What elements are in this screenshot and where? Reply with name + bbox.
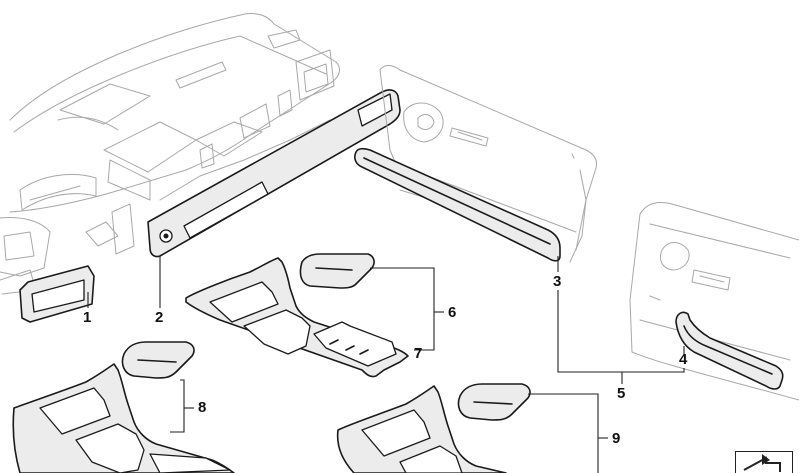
callout-9: 9 xyxy=(612,430,621,447)
callout-2: 2 xyxy=(155,309,164,326)
callout-7: 7 xyxy=(414,345,423,362)
callout-4: 4 xyxy=(679,351,688,368)
part-2-dash-strip xyxy=(147,89,401,258)
arrow-flip-icon[interactable] xyxy=(735,451,793,473)
part-8-lower-left-console xyxy=(12,363,235,473)
part-3-front-door xyxy=(354,65,597,263)
part-4-rear-door xyxy=(629,201,799,401)
part-7-upper-cover xyxy=(299,253,375,289)
callout-5: 5 xyxy=(617,385,626,402)
part-8-cover xyxy=(121,341,195,379)
part-1-left-trim xyxy=(19,265,95,323)
part-9-cover xyxy=(457,383,531,421)
callout-6: 6 xyxy=(448,304,457,321)
callout-3: 3 xyxy=(553,273,562,290)
part-9-lower-right-console xyxy=(336,385,507,473)
callout-8: 8 xyxy=(198,399,207,416)
callout-1: 1 xyxy=(83,309,92,326)
part-6-upper-console xyxy=(185,257,409,378)
leader-lines xyxy=(87,256,685,473)
